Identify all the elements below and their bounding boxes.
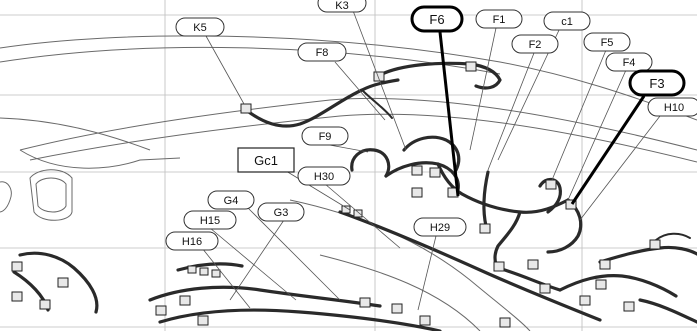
connector — [411, 187, 423, 198]
label-k3: K3 — [335, 0, 348, 12]
connector — [341, 205, 351, 214]
connector — [391, 303, 403, 314]
connector — [465, 61, 477, 72]
connector — [199, 267, 209, 276]
callout-g3: G3 — [257, 202, 305, 222]
connector — [595, 279, 607, 290]
connector — [527, 259, 539, 270]
callout-h15: H15 — [183, 210, 237, 230]
connector — [599, 259, 611, 270]
label-f6: F6 — [429, 12, 444, 27]
connector — [57, 277, 69, 288]
callout-c1: c1 — [543, 11, 591, 31]
callout-h10: H10 — [647, 97, 697, 117]
connector — [211, 269, 221, 278]
connector — [11, 291, 23, 302]
wiring-harness-runs — [12, 61, 697, 331]
connector — [179, 295, 191, 306]
label-f2: F2 — [529, 39, 542, 51]
label-k5: K5 — [193, 22, 206, 34]
label-f8: F8 — [316, 47, 329, 59]
callout-gc1: Gc1 — [237, 147, 295, 173]
label-gc1: Gc1 — [254, 153, 278, 168]
callout-f9: F9 — [301, 126, 349, 146]
callout-f4: F4 — [605, 52, 653, 72]
callout-f5: F5 — [583, 32, 631, 52]
connector — [353, 209, 363, 218]
connector — [499, 317, 511, 328]
label-g4: G4 — [224, 195, 239, 207]
callout-h30: H30 — [297, 166, 351, 186]
callout-h29: H29 — [413, 217, 467, 237]
callout-h16: H16 — [165, 231, 219, 251]
connector — [187, 265, 197, 274]
connector — [155, 305, 167, 316]
label-c1: c1 — [561, 16, 573, 28]
callout-k3: K3 — [317, 0, 367, 13]
connector — [240, 103, 252, 114]
connector — [11, 261, 23, 272]
callout-f1: F1 — [475, 9, 523, 29]
callout-g4: G4 — [207, 190, 255, 210]
callout-k5: K5 — [175, 17, 225, 37]
label-h10: H10 — [664, 102, 684, 114]
connector — [479, 223, 491, 234]
connector — [429, 167, 441, 178]
harness-connectors — [11, 61, 661, 328]
connector — [539, 283, 551, 294]
connector — [373, 71, 385, 82]
label-f5: F5 — [601, 37, 614, 49]
callout-f3: F3 — [628, 69, 686, 97]
label-f3: F3 — [649, 76, 664, 91]
callout-f2: F2 — [511, 34, 559, 54]
connector — [545, 179, 557, 190]
label-f9: F9 — [319, 131, 332, 143]
vehicle-body-outline — [0, 35, 697, 331]
connector — [197, 315, 209, 326]
label-h29: H29 — [430, 222, 450, 234]
label-f1: F1 — [493, 14, 506, 26]
connector — [649, 239, 661, 250]
label-h30: H30 — [314, 171, 334, 183]
label-f4: F4 — [623, 57, 636, 69]
connector — [39, 299, 51, 310]
label-g3: G3 — [274, 207, 289, 219]
connector — [565, 199, 577, 210]
connector — [493, 261, 505, 272]
connector — [579, 295, 591, 306]
connector — [411, 165, 423, 176]
connector — [359, 297, 371, 308]
label-h16: H16 — [182, 236, 202, 248]
callout-f6: F6 — [410, 5, 464, 33]
leader-lines — [201, 7, 661, 311]
label-h15: H15 — [200, 215, 220, 227]
connector — [623, 301, 635, 312]
callout-f8: F8 — [297, 42, 347, 62]
connector — [419, 315, 431, 326]
